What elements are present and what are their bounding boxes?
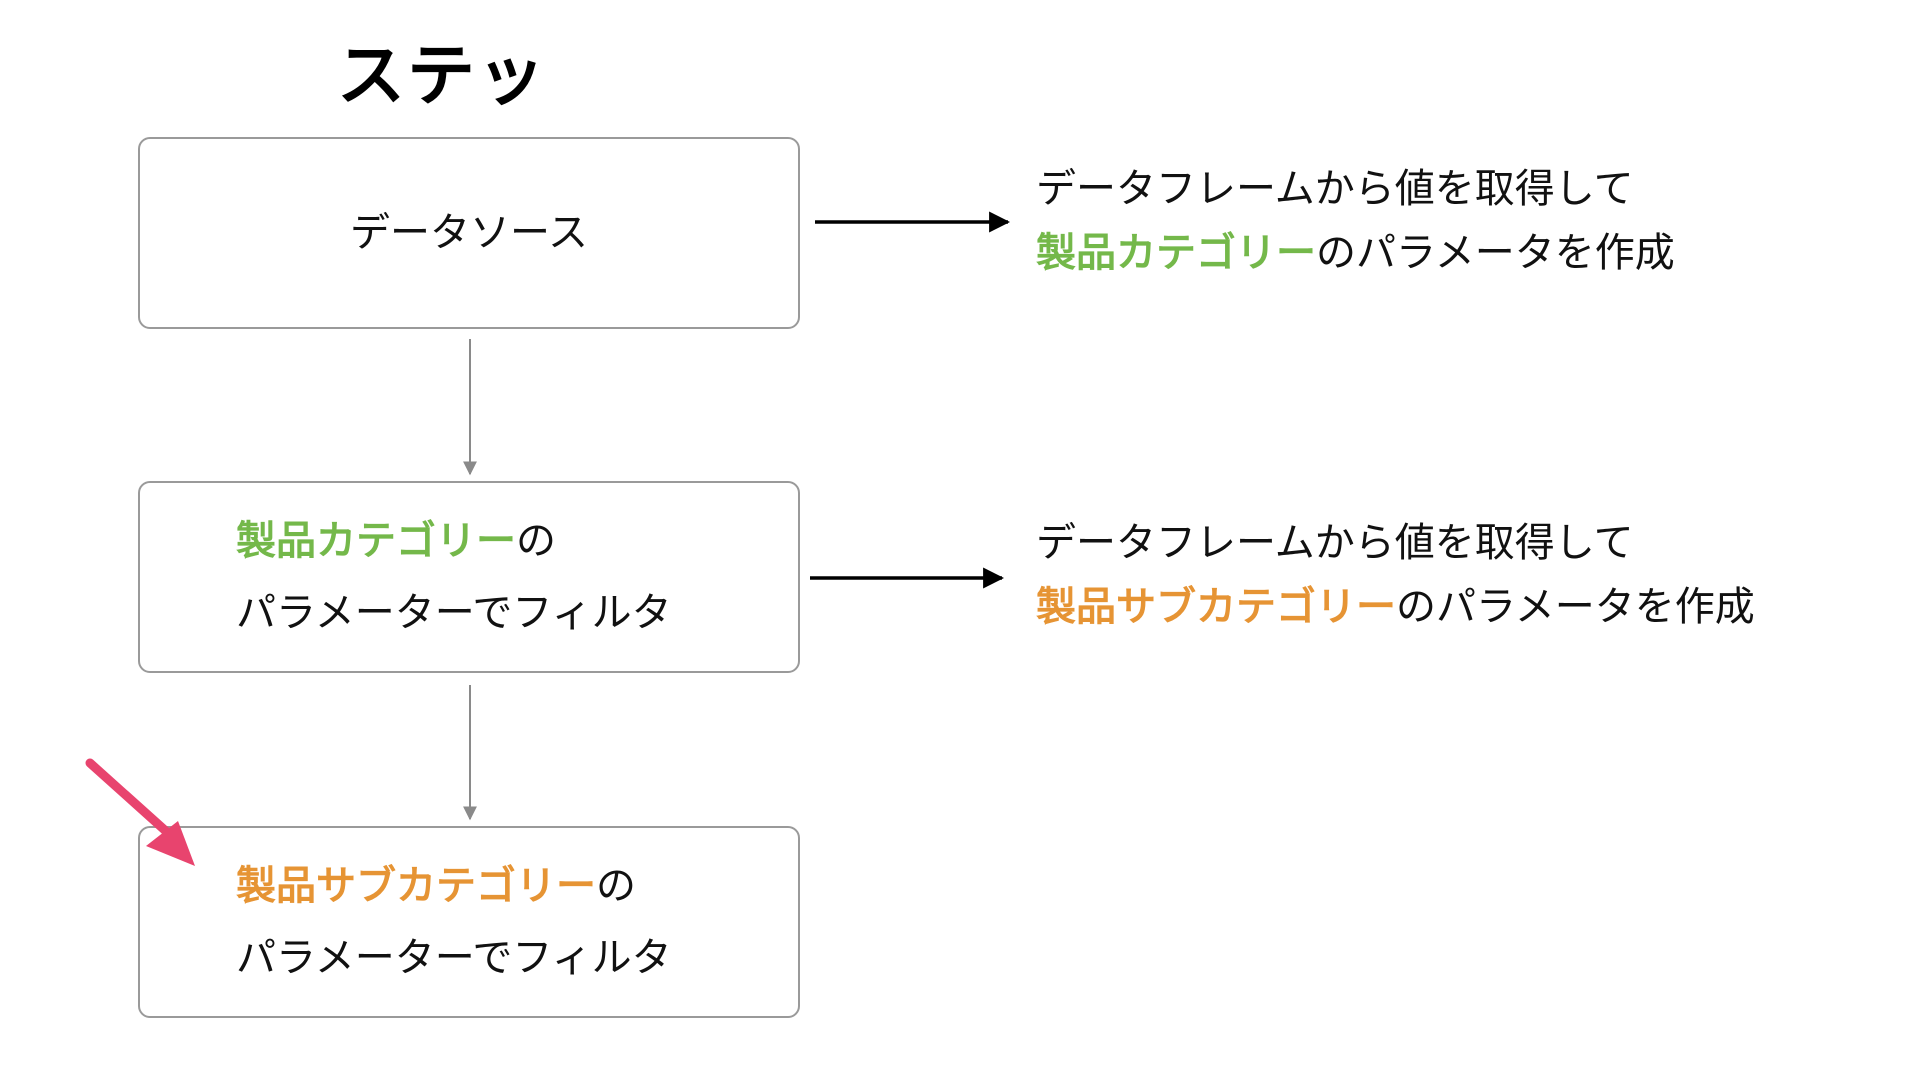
step-label-line2: パラメーターでフィルタ <box>236 590 672 636</box>
step-label-text: データソース <box>350 210 588 256</box>
description-suffix: のパラメータを作成 <box>1316 230 1675 276</box>
category-highlight: 製品カテゴリー <box>236 518 516 564</box>
step-box-category-filter: 製品カテゴリーの パラメーターでフィルタ <box>138 481 800 673</box>
step-box-data-source: データソース <box>138 137 800 329</box>
category-highlight: 製品カテゴリー <box>1036 230 1316 276</box>
description-subcategory-parameter: データフレームから値を取得して 製品サブカテゴリーのパラメータを作成 <box>1036 511 1755 639</box>
step-label-suffix: の <box>596 863 636 909</box>
description-line1: データフレームから値を取得して <box>1036 520 1634 566</box>
step-label: データソース <box>140 197 798 269</box>
subcategory-highlight: 製品サブカテゴリー <box>236 863 596 909</box>
description-suffix: のパラメータを作成 <box>1396 584 1755 630</box>
subcategory-highlight: 製品サブカテゴリー <box>1036 584 1396 630</box>
step-label-suffix: の <box>516 518 556 564</box>
description-line1: データフレームから値を取得して <box>1036 166 1634 212</box>
step-label-line2: パラメーターでフィルタ <box>236 935 672 981</box>
description-category-parameter: データフレームから値を取得して 製品カテゴリーのパラメータを作成 <box>1036 157 1675 285</box>
step-label: 製品サブカテゴリーの パラメーターでフィルタ <box>236 850 672 994</box>
step-box-subcategory-filter: 製品サブカテゴリーの パラメーターでフィルタ <box>138 826 800 1018</box>
step-label: 製品カテゴリーの パラメーターでフィルタ <box>236 505 672 649</box>
